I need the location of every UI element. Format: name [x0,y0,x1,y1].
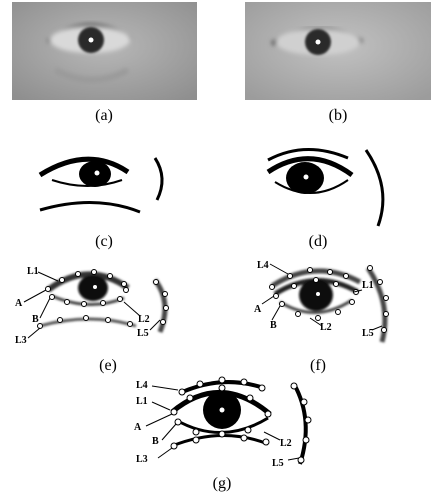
panel-caption: (b) [329,107,348,124]
panel-caption: (a) [95,107,113,124]
panel-b: (b) [245,2,431,124]
landmark-label: L1 [27,266,39,277]
landmark-label: A [15,298,23,309]
panel-caption: (c) [95,233,113,250]
landmark-label: L5 [362,328,374,339]
panel-e: L1 A B L3 L2 L5 (e) [15,266,169,374]
landmark-label: A [254,304,262,315]
eye-model-e: L1 A B L3 L2 L5 [15,266,169,346]
panel-caption: (f) [310,357,326,374]
landmark-label: B [152,436,159,447]
landmark-label: L1 [362,280,374,291]
landmark-label: L4 [257,260,269,271]
landmark-label: L2 [138,314,150,325]
eye-model-f: L4 A B L1 L2 L5 [254,260,389,342]
eye-template-g: L4 L1 A B L3 L2 L5 [134,377,311,469]
panel-f: L4 A B L1 L2 L5 (f) [254,260,389,374]
landmark-label: L2 [280,438,292,449]
landmark-label: A [134,422,142,433]
landmark-label: L5 [272,458,284,469]
panel-caption: (e) [99,357,117,374]
eye-sketch-d [268,149,383,226]
landmark-label: L2 [320,322,332,333]
landmark-label: B [270,320,277,331]
landmark-label: L1 [136,396,148,407]
panel-caption: (d) [309,233,328,250]
landmark-label: L3 [15,335,27,346]
landmark-label: L3 [136,454,148,465]
eye-sketch-c [40,158,162,212]
panel-d: (d) [268,149,383,250]
eye-photo-a [12,2,197,100]
landmark-label: L5 [137,328,149,339]
landmark-label: B [32,314,39,325]
landmark-label: L4 [136,380,148,391]
panel-caption: (g) [213,475,232,492]
panel-g: L4 L1 A B L3 L2 L5 (g) [134,377,311,492]
eye-photo-b [245,2,431,100]
panel-c: (c) [40,158,162,250]
panel-a: (a) [12,2,197,124]
